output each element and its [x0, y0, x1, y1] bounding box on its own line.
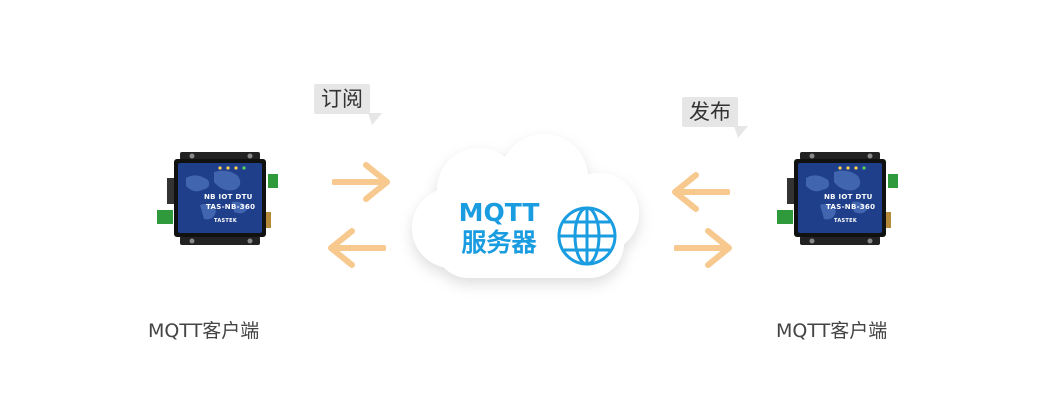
bubble-tail	[368, 113, 382, 125]
arrow-icon-right-lower-right	[674, 228, 732, 268]
arrow-icon-right-upper-left	[332, 162, 390, 202]
bubble-tail	[734, 126, 748, 138]
device-model-line1: NB IOT DTU	[204, 193, 253, 201]
left-client-label: MQTT客户端	[148, 320, 260, 342]
publish-bubble: 发布	[682, 97, 748, 138]
device-model-line1: NB IOT DTU	[824, 193, 873, 201]
arrow-icon-left-lower-left	[328, 228, 386, 268]
subscribe-label: 订阅	[314, 84, 370, 114]
device-model-line2: TAS-NB-360	[826, 203, 876, 211]
right-client-label: MQTT客户端	[776, 320, 888, 342]
right-dtu-device: NB IOT DTU TAS-NB-360 TASTEK	[770, 150, 905, 250]
device-brand: TASTEK	[834, 218, 857, 224]
dtu-device-graphic	[777, 152, 898, 245]
server-line1: MQTT	[458, 198, 540, 227]
left-dtu-device: NB IOT DTU TAS-NB-360 TASTEK	[150, 150, 285, 250]
subscribe-bubble: 订阅	[314, 84, 382, 125]
arrow-icon-left-upper-right	[672, 172, 730, 212]
server-line2: 服务器	[461, 228, 537, 257]
device-brand: TASTEK	[214, 218, 237, 224]
publish-label: 发布	[682, 97, 738, 127]
dtu-device-graphic	[157, 152, 278, 245]
globe-icon	[557, 206, 617, 266]
device-model-line2: TAS-NB-360	[206, 203, 256, 211]
server-title: MQTT 服务器	[454, 198, 544, 258]
